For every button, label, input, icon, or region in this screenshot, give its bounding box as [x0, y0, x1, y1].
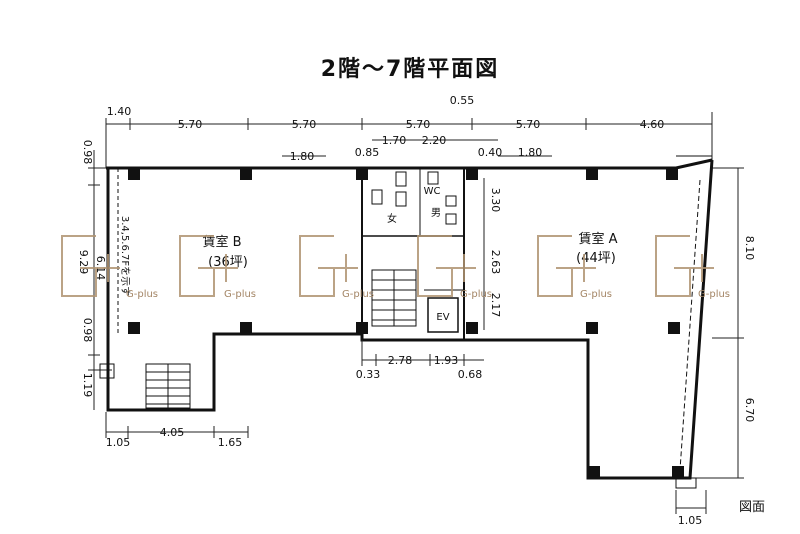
dim-bottom-mid-2: 2.78 [388, 354, 413, 367]
dim-top-extra-4: 1.80 [290, 150, 315, 163]
watermark-text-6: G-plus [698, 289, 730, 300]
dim-bottom-left-1: 1.05 [106, 436, 131, 449]
plan-title: 2階～7階平面図 [321, 57, 500, 82]
dim-top-extra-1: 0.55 [450, 94, 475, 107]
dim-top-extra-3: 2.20 [422, 134, 447, 147]
stairs-left [145, 363, 191, 409]
watermark-text-1: G-plus [126, 289, 158, 300]
dim-bottom-left-3: 1.65 [218, 436, 243, 449]
dim-left-3: 9.29 [77, 250, 90, 275]
stairs-core [371, 269, 417, 327]
vertical-note: 3.4,5.6.7Fを示す [119, 216, 131, 296]
watermark-text-2: G-plus [224, 289, 256, 300]
bottom-dimensions: 0.33 2.78 1.93 0.68 1.05 4.05 1.65 1.05 [106, 354, 703, 527]
dim-top-6: 4.60 [640, 118, 665, 131]
dim-bottom-left-2: 4.05 [160, 426, 185, 439]
dim-right-2: 2.63 [489, 250, 502, 275]
corner-label: 図面 [739, 500, 765, 515]
top-dimensions: 1.40 5.70 5.70 5.70 5.70 4.60 0.55 1.70 … [107, 94, 665, 163]
dim-top-3: 5.70 [292, 118, 317, 131]
dim-bottom-mid-1: 0.33 [356, 368, 381, 381]
elevator-label: EV [436, 312, 449, 323]
right-dimensions: 3.30 2.63 2.17 8.10 6.70 [489, 188, 756, 423]
dim-top-extra-6: 0.40 [478, 146, 503, 159]
room-a-area: (44坪) [576, 251, 616, 266]
dim-bottom-mid-3: 1.93 [434, 354, 459, 367]
dim-top-2: 5.70 [178, 118, 203, 131]
top-dimension-line [105, 112, 713, 168]
watermark-texts: G-plus G-plus G-plus G-plus G-plus G-plu… [126, 289, 730, 300]
dim-right-3: 2.17 [489, 293, 502, 318]
dim-top-extra-2: 1.70 [382, 134, 407, 147]
watermark-text-4: G-plus [460, 289, 492, 300]
room-b-label: 賃室 B [202, 234, 241, 250]
dim-top-5: 5.70 [516, 118, 541, 131]
dim-top-extra-7: 1.80 [518, 146, 543, 159]
right-dimension-line [483, 167, 744, 479]
women-label: 女 [387, 212, 397, 225]
room-a-label: 賃室 A [578, 231, 617, 247]
dim-left-5: 1.19 [81, 373, 94, 398]
dim-top-1: 1.40 [107, 105, 132, 118]
watermark-text-5: G-plus [580, 289, 612, 300]
bottom-dimension-lines [105, 340, 707, 514]
dim-bottom-mid-4: 0.68 [458, 368, 483, 381]
watermark-logos [61, 235, 714, 297]
men-label: 男 [431, 207, 441, 219]
dim-top-4: 5.70 [406, 118, 431, 131]
dim-top-extra-5: 0.85 [355, 146, 380, 159]
left-dimensions: 0.98 6.14 9.29 0.98 1.19 [77, 140, 107, 398]
structural-columns [128, 168, 684, 478]
room-b-area: (36坪) [208, 255, 248, 270]
watermark-text-3: G-plus [342, 289, 374, 300]
dim-left-1: 0.98 [81, 140, 94, 165]
dim-left-4: 0.98 [81, 318, 94, 343]
dim-bottom-right: 1.05 [678, 514, 703, 527]
wc-fixtures [371, 171, 457, 225]
dim-right-5: 6.70 [743, 398, 756, 423]
wc-label: WC [424, 186, 441, 197]
dim-right-1: 3.30 [489, 188, 502, 213]
dim-right-4: 8.10 [743, 236, 756, 261]
